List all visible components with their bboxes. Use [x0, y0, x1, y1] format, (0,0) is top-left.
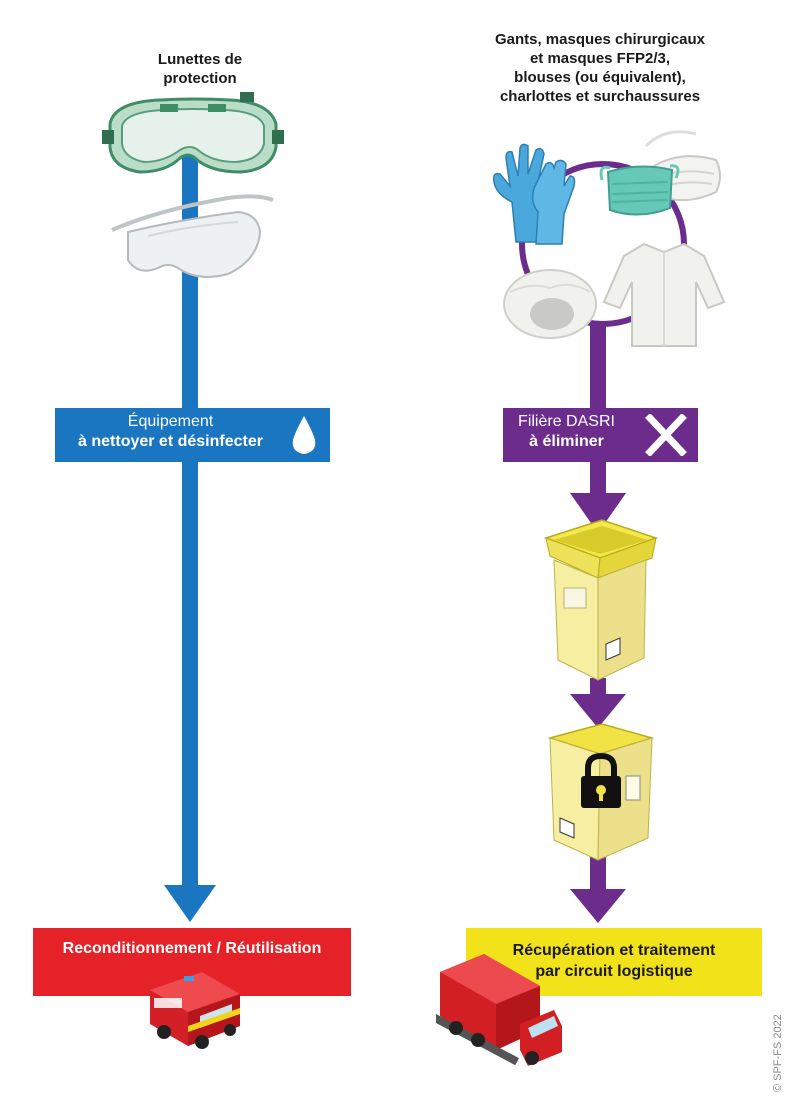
red-end-box: Reconditionnement / Réutilisation [33, 928, 351, 996]
goggles-icon [102, 92, 284, 174]
yellow-end-line2: par circuit logistique [535, 963, 693, 980]
purple-arrow-3 [570, 855, 626, 923]
red-end-label: Reconditionnement / Réutilisation [62, 940, 322, 957]
right-title-line4: charlottes et surchaussures [499, 88, 701, 105]
yellow-end-line1: Récupération et traitement [512, 942, 716, 959]
droplet-icon [292, 416, 316, 454]
right-title: Gants, masques chirurgicaux et masques F… [460, 30, 740, 106]
purple-arrow-2 [570, 678, 626, 728]
yellow-end-box: Récupération et traitement par circuit l… [466, 928, 762, 996]
copyright-text: © SPF-FS 2022 [772, 1014, 784, 1092]
safety-glasses-icon [111, 194, 274, 278]
mask-icon [599, 164, 680, 216]
blue-banner: Équipement à nettoyer et désinfecter [55, 408, 330, 462]
sharps-bin-open-icon [543, 519, 659, 681]
purple-banner-line1: Filière DASRI [518, 413, 615, 430]
left-title-line1: Lunettes de [157, 51, 243, 68]
purple-banner-line2: à éliminer [529, 433, 604, 450]
padlock-icon [581, 752, 621, 808]
blue-arrow [164, 150, 216, 922]
gown-icon [602, 242, 726, 347]
cap-icon [503, 269, 597, 339]
blue-banner-line1: Équipement [127, 413, 214, 430]
ambulance-icon [150, 972, 240, 1049]
right-title-line3: blouses (ou équivalent), [514, 69, 686, 86]
gloves-icon [492, 143, 576, 245]
right-title-line2: et masques FFP2/3, [529, 50, 671, 67]
cross-icon [645, 414, 687, 456]
blue-banner-line2: à nettoyer et désinfecter [78, 433, 263, 450]
left-title-line2: protection [163, 70, 237, 87]
left-title: Lunettes de protection [110, 50, 290, 88]
right-title-line1: Gants, masques chirurgicaux [494, 31, 706, 48]
truck-icon [436, 954, 562, 1066]
